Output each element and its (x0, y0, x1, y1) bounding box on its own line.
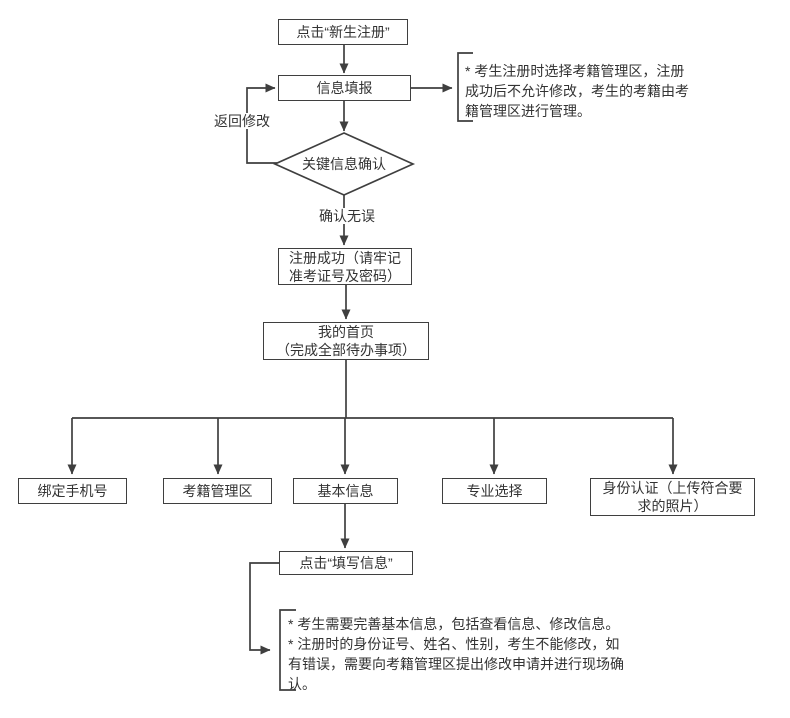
register-note-text: * 考生注册时选择考籍管理区，注册 成功后不允许修改，考生的考籍由考 籍管理区进… (465, 63, 689, 119)
node-identity-auth: 身份认证（上传符合要 求的照片） (590, 478, 755, 516)
connector-to-basicinfo-note (249, 562, 279, 655)
node-bind-phone: 绑定手机号 (18, 478, 127, 504)
node-key-info-confirm: 关键信息确认 (302, 156, 386, 172)
basicinfo-note-text: * 考生需要完善基本信息，包括查看信息、修改信息。 * 注册时的身份证号、姓名、… (288, 616, 624, 692)
register-note-bracket (457, 52, 473, 122)
edge-label-confirm-ok: 确认无误 (314, 208, 380, 224)
node-click-fill-info: 点击“填写信息” (279, 551, 413, 575)
node-info-fill: 信息填报 (278, 75, 411, 101)
decision-diamond-shape (272, 132, 416, 196)
node-register-success: 注册成功（请牢记 准考证号及密码） (278, 248, 412, 285)
edge-label-return-modify: 返回修改 (208, 113, 276, 129)
node-basic-info: 基本信息 (293, 478, 398, 504)
node-exam-area: 考籍管理区 (163, 478, 272, 504)
basicinfo-note-bracket (279, 609, 296, 691)
node-major-select: 专业选择 (442, 478, 547, 504)
node-click-new-register: 点击“新生注册” (278, 19, 408, 45)
node-my-homepage: 我的首页 （完成全部待办事项） (263, 322, 429, 360)
